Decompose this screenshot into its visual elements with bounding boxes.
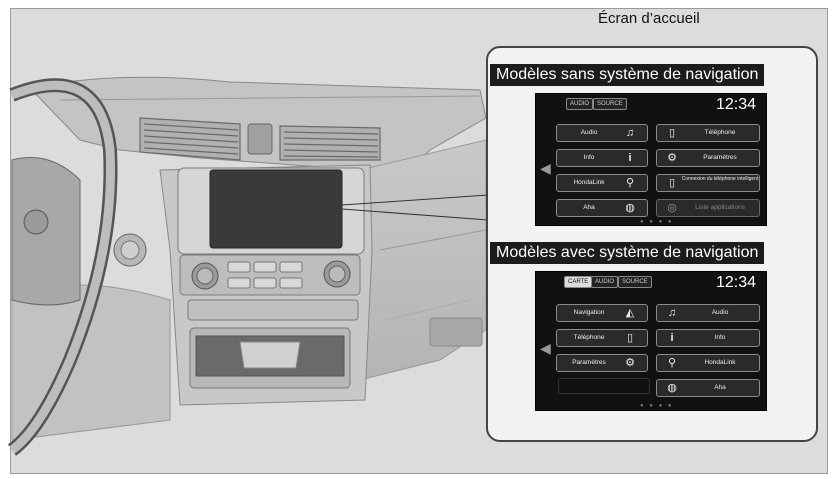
hondalink-icon: ⚲ xyxy=(625,177,635,189)
tile-label: Audio xyxy=(711,309,729,316)
tile-label: Paramètres xyxy=(572,359,606,366)
tile-label: Aha xyxy=(583,204,595,211)
home-tile-navigation[interactable]: Navigation ◭ xyxy=(556,304,648,322)
tile-label: Navigation xyxy=(573,309,605,316)
home-tile-info[interactable]: i Info xyxy=(656,329,760,347)
panel-heading-with-nav: Modèles avec système de navigation xyxy=(490,242,765,264)
unavailable-tile xyxy=(558,378,650,394)
panel-heading-without-nav: Modèles sans système de navigation xyxy=(490,64,765,86)
home-tile-aha[interactable]: ◍ Aha xyxy=(656,379,760,397)
home-tile-phone[interactable]: ▯ Téléphone xyxy=(656,124,760,142)
tile-label: Aha xyxy=(714,384,726,391)
tile-label: HondaLink xyxy=(573,179,605,186)
tile-label: Téléphone xyxy=(704,129,736,136)
aha-icon: ◍ xyxy=(625,202,635,214)
clock: 12:34 xyxy=(715,274,756,291)
tab-map[interactable]: CARTE xyxy=(564,276,593,288)
phone-icon: ▯ xyxy=(668,127,676,139)
home-tile-info[interactable]: Info i xyxy=(556,149,648,167)
home-tile-settings[interactable]: Paramètres ⚙ xyxy=(556,354,648,372)
tile-label: Paramètres xyxy=(703,154,737,161)
gear-icon: ⚙ xyxy=(625,357,635,369)
music-note-icon: ♫ xyxy=(625,127,635,139)
smartphone-icon: ▯ xyxy=(668,177,676,189)
info-icon: i xyxy=(670,332,674,344)
tile-label: Info xyxy=(583,154,595,161)
screen-with-nav: CARTE AUDIO SOURCE 12:34 ◀ Navigation ◭ … xyxy=(535,271,767,411)
music-note-icon: ♫ xyxy=(667,307,677,319)
tile-label: Liste applications xyxy=(695,204,745,211)
tile-label: Connexion du téléphone intelligent xyxy=(681,176,759,182)
clock: 12:34 xyxy=(715,96,756,113)
home-tile-aha[interactable]: Aha ◍ xyxy=(556,199,648,217)
screen-without-nav: AUDIO SOURCE 12:34 ◀ Audio ♫ Info i Hond… xyxy=(535,93,767,226)
tile-label: Téléphone xyxy=(573,334,605,341)
tile-label: HondaLink xyxy=(704,359,736,366)
info-icon: i xyxy=(628,152,632,164)
tab-audio[interactable]: AUDIO xyxy=(591,276,619,288)
tab-audio[interactable]: AUDIO xyxy=(566,98,594,110)
aha-icon: ◍ xyxy=(667,382,677,394)
home-tile-phone[interactable]: Téléphone ▯ xyxy=(556,329,648,347)
home-tile-settings[interactable]: ⚙ Paramètres xyxy=(656,149,760,167)
home-tile-hondalink[interactable]: ⚲ HondaLink xyxy=(656,354,760,372)
home-tile-app-list[interactable]: ◎ Liste applications xyxy=(656,199,760,217)
home-tile-smartphone-connection[interactable]: ▯ Connexion du téléphone intelligent xyxy=(656,174,760,192)
navigation-icon: ◭ xyxy=(625,307,635,319)
home-tile-hondalink[interactable]: HondaLink ⚲ xyxy=(556,174,648,192)
tab-source[interactable]: SOURCE xyxy=(593,98,627,110)
scroll-left-arrow-icon[interactable]: ◀ xyxy=(540,340,551,356)
home-tile-audio[interactable]: Audio ♫ xyxy=(556,124,648,142)
screen-top-bar: CARTE AUDIO SOURCE 12:34 xyxy=(536,272,766,294)
page-indicator-dots: ● ● ● ● xyxy=(640,403,674,409)
tile-label: Info xyxy=(714,334,726,341)
phone-icon: ▯ xyxy=(626,332,634,344)
tab-source[interactable]: SOURCE xyxy=(618,276,652,288)
home-tile-audio[interactable]: ♫ Audio xyxy=(656,304,760,322)
gear-icon: ⚙ xyxy=(667,152,677,164)
hondalink-icon: ⚲ xyxy=(667,357,677,369)
page-title: Écran d’accueil xyxy=(598,10,700,27)
scroll-left-arrow-icon[interactable]: ◀ xyxy=(540,160,551,176)
tile-label: Audio xyxy=(580,129,598,136)
page-indicator-dots: ● ● ● ● xyxy=(640,219,674,225)
screen-top-bar: AUDIO SOURCE 12:34 xyxy=(536,94,766,116)
apps-icon: ◎ xyxy=(667,202,677,214)
